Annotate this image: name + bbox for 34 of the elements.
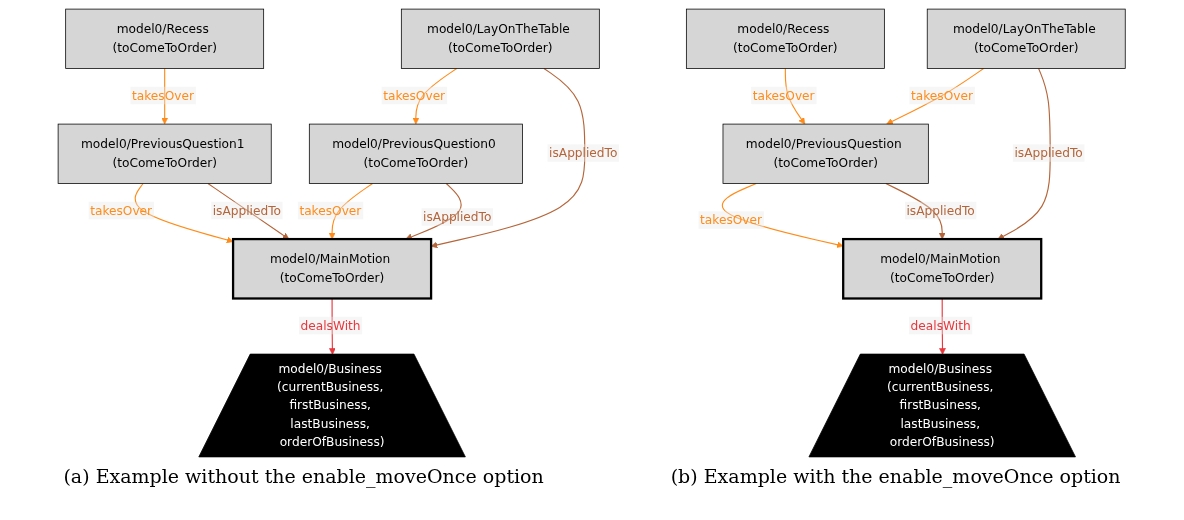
- edge-label: isAppliedTo: [1014, 145, 1084, 160]
- edge-label: takesOver: [752, 88, 815, 103]
- edge-label: takesOver: [383, 88, 446, 103]
- arrow: [207, 182, 290, 239]
- node-box: model0/PreviousQuestion0 (toComeToOrder): [309, 123, 524, 184]
- arrow: [329, 182, 374, 239]
- arrow: [886, 67, 985, 124]
- arrow: [161, 67, 169, 124]
- arrow: [722, 182, 844, 248]
- node-box: model0/LayOnTheTable (toComeToOrder): [927, 8, 1126, 69]
- node-box: model0/Recess (toComeToOrder): [65, 8, 265, 69]
- arrow: [134, 182, 234, 243]
- node-box: model0/MainMotion (toComeToOrder): [232, 237, 433, 300]
- figure-caption: (a) Example without the enable_moveOnce option: [63, 465, 544, 487]
- edge-label: isAppliedTo: [213, 203, 282, 218]
- arrow: [412, 67, 458, 124]
- edge-label: dealsWith: [910, 318, 971, 333]
- edge-label: takesOver: [911, 88, 974, 103]
- node-box: model0/MainMotion (toComeToOrder): [842, 237, 1043, 300]
- figure-caption: (b) Example with the enable_moveOnce option: [670, 465, 1121, 487]
- node-box: model0/PreviousQuestion1 (toComeToOrder): [58, 123, 272, 184]
- node-box: model0/Recess (toComeToOrder): [686, 8, 886, 69]
- arrow: [431, 67, 586, 248]
- edge-label: isAppliedTo: [423, 209, 492, 224]
- arrow: [785, 67, 806, 124]
- arrow: [329, 297, 337, 355]
- arrow: [939, 297, 947, 355]
- edge-label: takesOver: [90, 203, 153, 218]
- node-box: model0/LayOnTheTable (toComeToOrder): [401, 8, 601, 69]
- edge-label: takesOver: [299, 203, 362, 218]
- edge-label: isAppliedTo: [549, 145, 618, 160]
- node-box: model0/PreviousQuestion (toComeToOrder): [722, 123, 930, 184]
- edge-label: dealsWith: [300, 318, 361, 333]
- arrow: [998, 67, 1052, 239]
